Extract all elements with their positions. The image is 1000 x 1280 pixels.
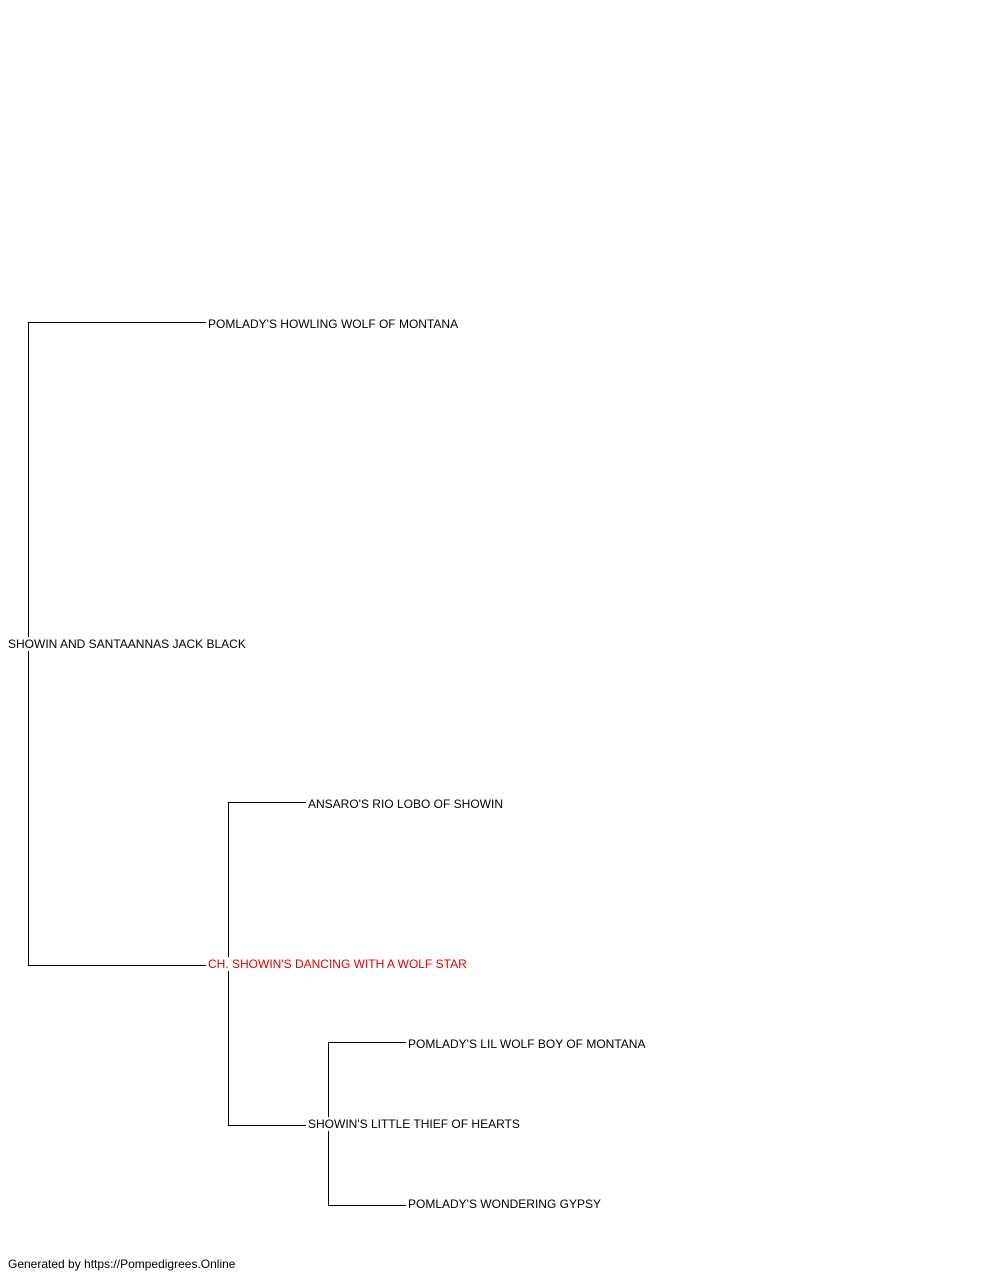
pedigree-node-dam: CH. SHOWIN'S DANCING WITH A WOLF STAR	[206, 957, 469, 971]
connector-damdam-sire	[328, 1042, 406, 1124]
connector-dam-damdam	[228, 964, 306, 1126]
generated-by-footer: Generated by https://Pompedigrees.Online	[8, 1257, 236, 1271]
pedigree-node-sire: POMLADY'S HOWLING WOLF OF MONTANA	[206, 317, 461, 331]
pedigree-node-dam-dam-sire: POMLADY'S LIL WOLF BOY OF MONTANA	[406, 1037, 648, 1051]
connector-root-dam	[28, 644, 206, 966]
pedigree-node-dam-sire: ANSARO'S RIO LOBO OF SHOWIN	[306, 797, 505, 811]
pedigree-node-dam-dam-dam: POMLADY'S WONDERING GYPSY	[406, 1197, 603, 1211]
connector-damdam-dam	[328, 1124, 406, 1206]
pedigree-node-dam-dam: SHOWIN'S LITTLE THIEF OF HEARTS	[306, 1117, 522, 1131]
connector-root-sire	[28, 322, 206, 644]
connector-dam-damsire	[228, 802, 306, 964]
pedigree-node-root: SHOWIN AND SANTAANNAS JACK BLACK	[6, 637, 248, 651]
